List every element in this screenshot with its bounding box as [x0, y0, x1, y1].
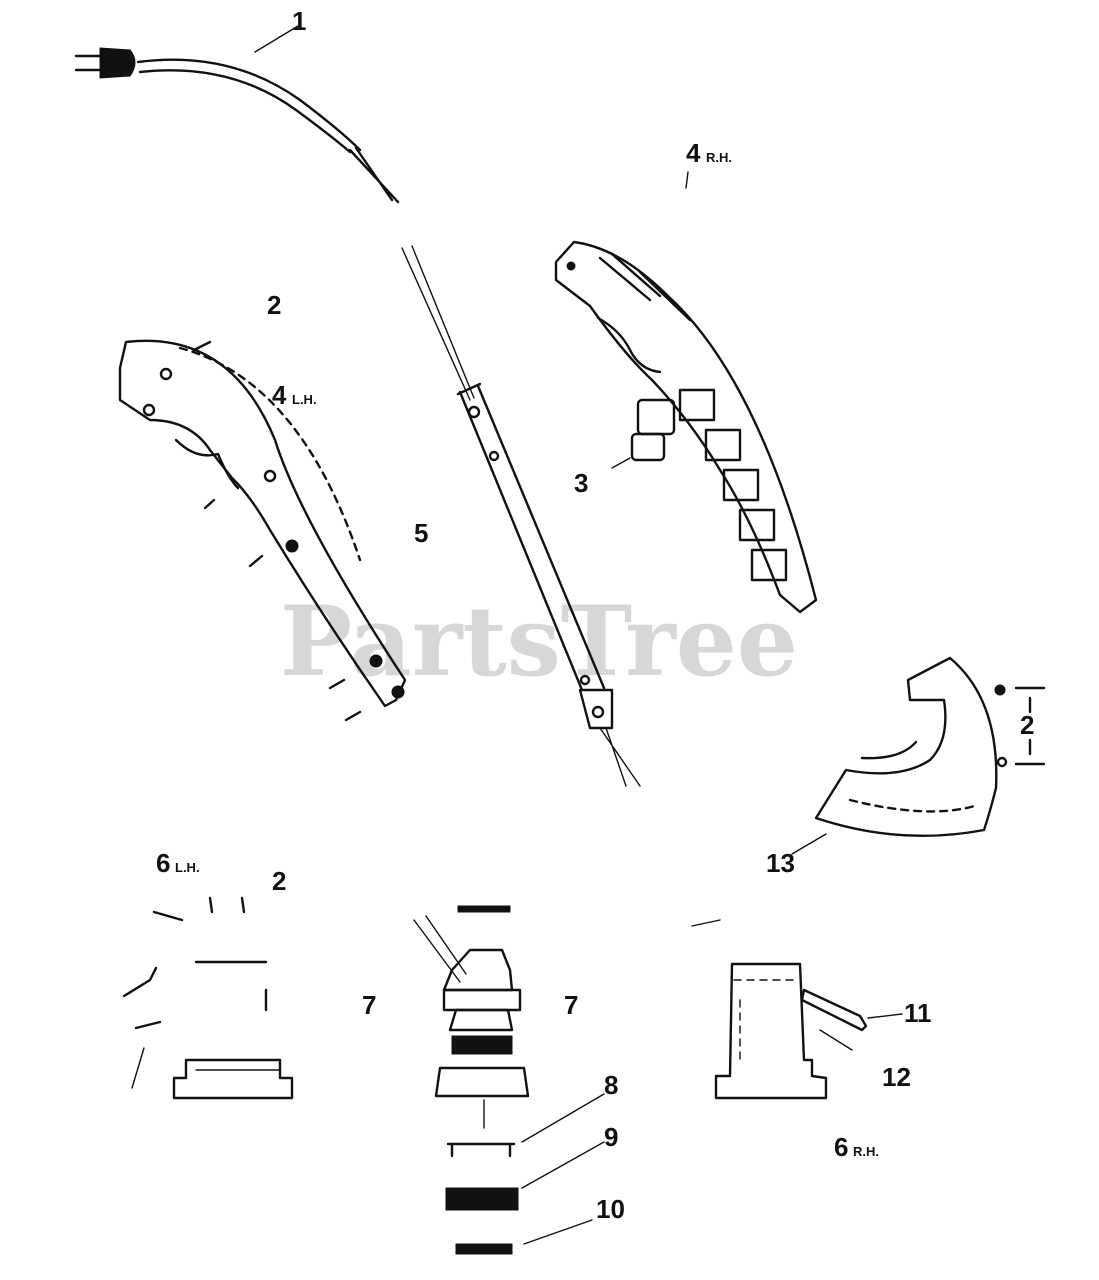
callout-10: 10 — [596, 1194, 625, 1224]
callout-2-top: 2 — [267, 290, 281, 320]
callout-4-lh: 4 L.H. — [272, 380, 317, 410]
callout-6-lh: 6 L.H. — [156, 848, 200, 878]
watermark: PartsTree — [280, 585, 798, 698]
callout-4-rh: 4 R.H. — [686, 138, 732, 168]
switch-part[interactable] — [611, 398, 676, 469]
svg-text:6: 6 — [834, 1132, 848, 1162]
right-motor-housing-part[interactable] — [691, 919, 903, 1100]
handle-tube-part[interactable] — [401, 245, 641, 787]
svg-text:4: 4 — [686, 138, 701, 168]
callout-7-left: 7 — [362, 990, 376, 1020]
callout-5: 5 — [414, 518, 428, 548]
svg-text:R.H.: R.H. — [853, 1144, 879, 1159]
right-handle-half-part[interactable] — [554, 171, 818, 614]
callout-6-rh: 6 R.H. — [834, 1132, 879, 1162]
svg-text:4: 4 — [272, 380, 287, 410]
callout-12: 12 — [882, 1062, 911, 1092]
callout-7-right: 7 — [564, 990, 578, 1020]
callout-2-handle: 2 — [272, 866, 286, 896]
callout-11: 11 — [904, 998, 932, 1028]
callout-2-guard: 2 — [1020, 710, 1034, 740]
left-handle-half-part[interactable] — [118, 339, 407, 722]
callout-9: 9 — [604, 1122, 618, 1152]
motor-armature-part[interactable] — [413, 905, 530, 1129]
svg-text:L.H.: L.H. — [175, 860, 200, 875]
power-cord-part[interactable] — [74, 25, 400, 204]
svg-text:R.H.: R.H. — [706, 150, 732, 165]
callout-1: 1 — [292, 6, 306, 36]
left-motor-housing-part[interactable] — [122, 896, 294, 1100]
callout-13: 13 — [766, 848, 795, 878]
svg-text:L.H.: L.H. — [292, 392, 317, 407]
callout-3: 3 — [574, 468, 588, 498]
guard-part[interactable] — [791, 656, 1046, 855]
fan-washer-stack[interactable] — [445, 1093, 605, 1255]
callout-8: 8 — [604, 1070, 618, 1100]
svg-text:6: 6 — [156, 848, 170, 878]
